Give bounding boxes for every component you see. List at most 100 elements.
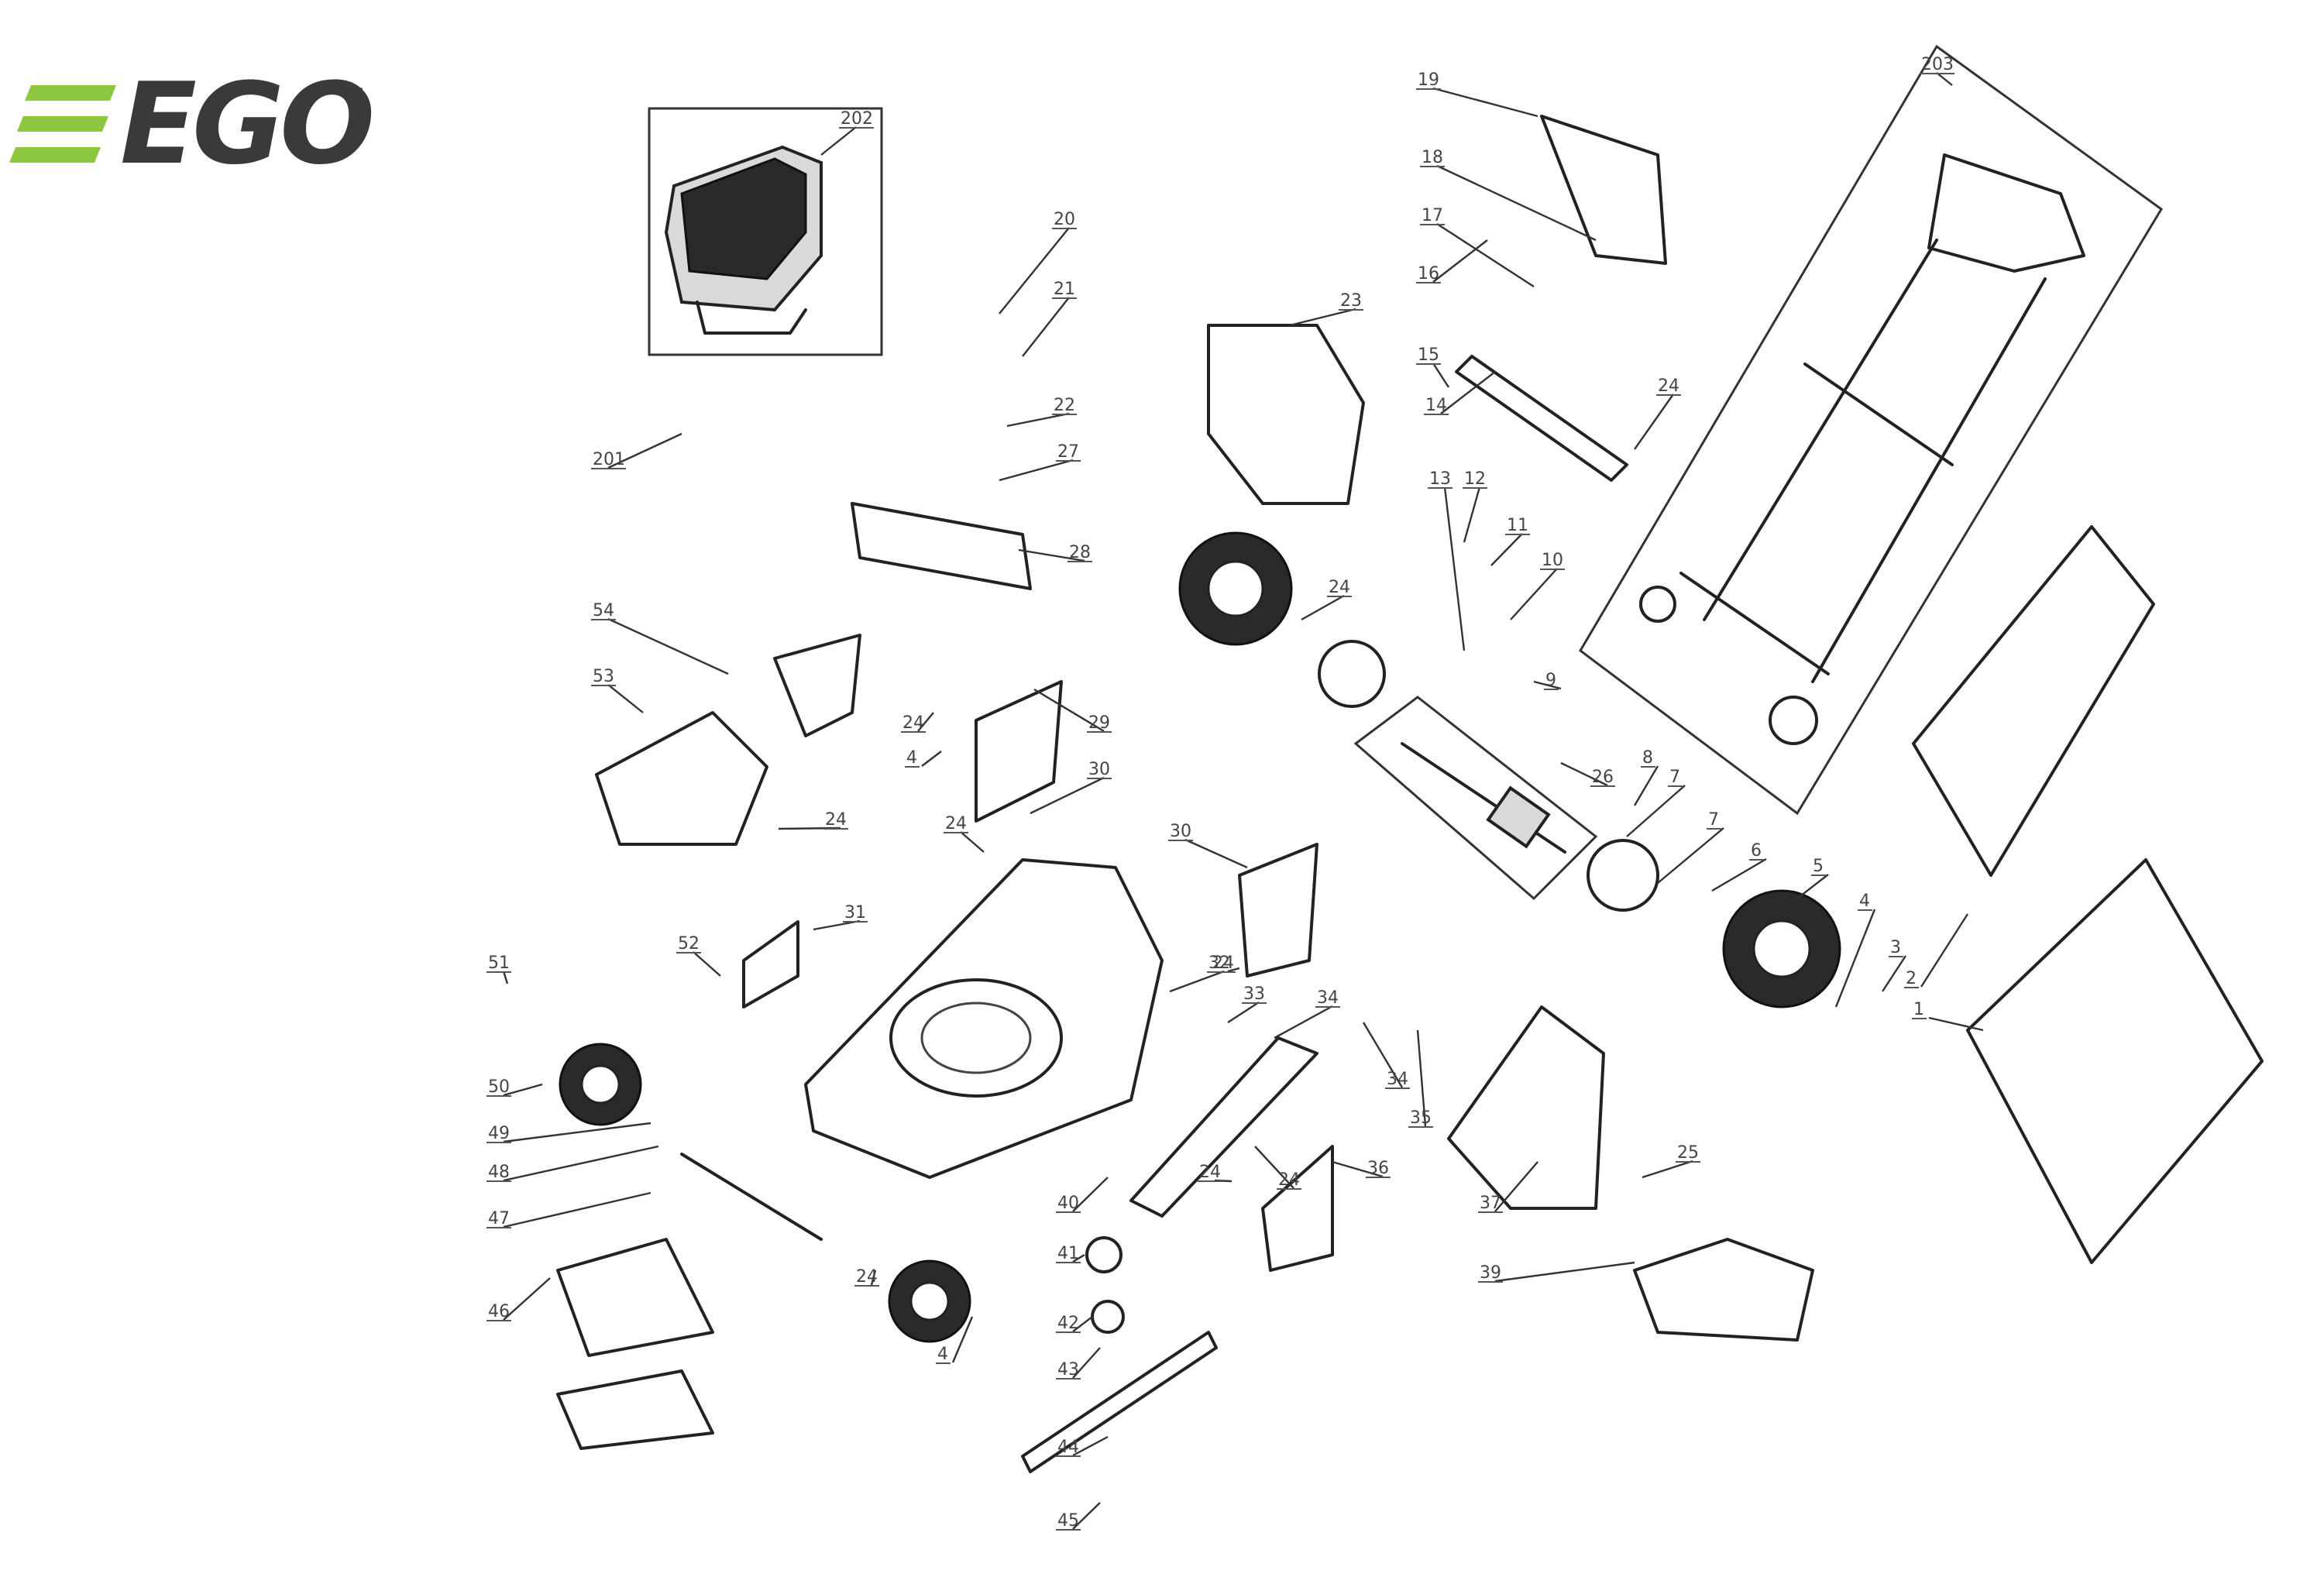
callout-34: 34 — [1274, 988, 1340, 1039]
callout-number: 18 — [1422, 148, 1443, 167]
callout-number: 30 — [1170, 822, 1191, 841]
callout-24: 24 — [1211, 953, 1240, 973]
callout-leader-line — [502, 971, 509, 984]
callout-number: 32 — [1208, 953, 1230, 973]
part-group-202 — [1579, 44, 2163, 816]
callout-number: 2 — [1906, 969, 1917, 988]
part-group-203 — [1353, 696, 1598, 901]
height-adjust-bar-32 — [1129, 1036, 1318, 1218]
callout-leader-line — [1169, 970, 1225, 993]
drive-pulley — [1587, 839, 1659, 912]
callout-number: 24 — [1212, 953, 1234, 973]
callout-46: 46 — [486, 1277, 551, 1321]
side-bracket-27 — [975, 680, 1063, 823]
callout-6: 6 — [1711, 841, 1767, 892]
callout-leader-line — [1657, 827, 1724, 884]
battery-pack — [680, 157, 807, 280]
callout-leader-line — [1711, 857, 1767, 892]
callout-28: 28 — [1018, 543, 1092, 562]
callout-leader-line — [503, 1191, 651, 1228]
callout-52: 52 — [676, 934, 721, 977]
callout-25: 25 — [1642, 1143, 1700, 1179]
callout-24: 24 — [1254, 1146, 1301, 1190]
handle-top-bar — [1927, 153, 2085, 273]
handle-cross-bar-lower — [1679, 572, 1830, 675]
callout-leader-line — [1490, 533, 1523, 566]
callout-24: 24 — [1634, 376, 1681, 450]
callout-number: 7 — [1708, 810, 1719, 830]
callout-leader-line — [1274, 1005, 1333, 1039]
callout-leader-line — [960, 831, 985, 853]
callout-leader-line — [1463, 486, 1481, 543]
callout-number: 6 — [1751, 841, 1762, 861]
callout-leader-line — [1920, 913, 1969, 988]
callout-leader-line — [1332, 1160, 1384, 1178]
motor-base — [696, 301, 807, 335]
rear-wheel-lower-hub — [1752, 919, 1811, 978]
callout-39: 39 — [1478, 1261, 1635, 1283]
callout-number: 7 — [1669, 768, 1680, 787]
blade-42 — [1021, 1331, 1218, 1473]
callout-24: 24 — [854, 1267, 879, 1287]
callout-leader-line — [503, 1145, 659, 1182]
callout-number: 24 — [1278, 1170, 1300, 1190]
callout-number: 51 — [488, 953, 510, 973]
callout-9: 9 — [1533, 671, 1562, 690]
callout-number: 11 — [1507, 516, 1528, 535]
deck-discharge-opening — [889, 978, 1063, 1098]
callout-18: 18 — [1420, 148, 1597, 242]
rear-body-cover — [1207, 324, 1365, 505]
callout-number: 24 — [1658, 376, 1679, 396]
callout-number: 50 — [488, 1077, 510, 1097]
callout-3: 3 — [1881, 938, 1907, 992]
callout-leader-line — [1018, 548, 1085, 562]
callout-number: 34 — [1317, 988, 1339, 1008]
callout-leader-line — [1006, 412, 1070, 428]
callout-leader-line — [503, 1122, 651, 1143]
callout-leader-line — [1072, 1253, 1085, 1263]
callout-27: 27 — [999, 442, 1081, 482]
callout-leader-line — [1440, 371, 1496, 414]
callout-number: 10 — [1542, 551, 1563, 570]
callout-number: 24 — [856, 1267, 878, 1287]
mower-deck — [804, 858, 1164, 1179]
callout-leader-line — [1881, 955, 1907, 992]
rear-wheel-upper-hub — [1207, 560, 1264, 617]
callout-21: 21 — [1022, 280, 1077, 357]
callout-leader-line — [1510, 568, 1558, 620]
callout-number: 24 — [902, 713, 924, 733]
callout-201: 201 — [591, 432, 682, 469]
callout-number: 12 — [1464, 469, 1486, 489]
callout-leader-line — [607, 617, 729, 675]
callout-number: 29 — [1088, 713, 1110, 733]
callout-4: 4 — [1834, 892, 1876, 1008]
callout-number: 49 — [488, 1124, 510, 1143]
callout-number: 23 — [1340, 291, 1362, 311]
callout-22: 22 — [1006, 396, 1077, 428]
callout-16: 16 — [1416, 239, 1488, 283]
callout-number: 16 — [1418, 264, 1439, 283]
callout-2: 2 — [1904, 913, 1969, 988]
callout-leader-line — [951, 1316, 974, 1363]
callout-number: 34 — [1387, 1070, 1408, 1089]
callout-leader-line — [921, 751, 942, 767]
callout-1: 1 — [1912, 1000, 1984, 1032]
drive-shaft — [1401, 742, 1566, 854]
callout-leader-line — [503, 1277, 551, 1321]
callout-leader-line — [1227, 967, 1240, 973]
handle-wheel-hinge — [1769, 696, 1818, 745]
callout-number: 52 — [678, 934, 700, 953]
callout-number: 14 — [1425, 396, 1447, 415]
callout-number: 37 — [1480, 1194, 1501, 1213]
callout-47: 47 — [486, 1191, 651, 1228]
callout-number: 201 — [593, 450, 625, 469]
callout-36: 36 — [1332, 1159, 1391, 1178]
wheel-gear-cover — [1318, 640, 1386, 708]
callout-30: 30 — [1030, 760, 1112, 815]
callout-leader-line — [1254, 1146, 1294, 1189]
callout-51: 51 — [486, 953, 511, 984]
callout-leader-line — [1642, 1160, 1693, 1179]
callout-leader-line — [1432, 239, 1488, 283]
frame-201 — [648, 107, 883, 356]
rear-deflector-plate — [1455, 355, 1628, 482]
